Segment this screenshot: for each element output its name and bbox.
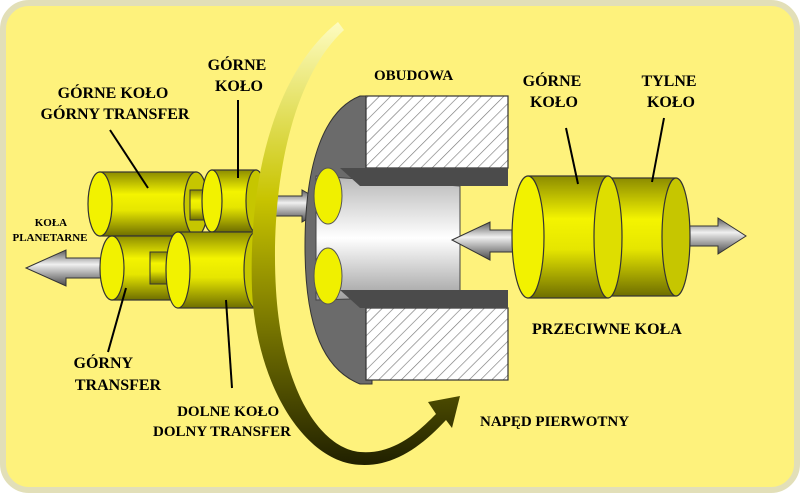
housing (304, 95, 509, 385)
label-upper-wheel-left: GÓRNE KOŁO (208, 55, 271, 95)
opposite-wheels (450, 117, 747, 299)
left-leader-lines (107, 100, 239, 389)
planetary-gear-cluster (24, 100, 332, 389)
upper-wheel-right (511, 175, 623, 299)
label-rear-wheel: TYLNE KOŁO (641, 73, 700, 111)
label-housing: OBUDOWA (374, 68, 453, 84)
labels: GÓRNE KOŁO GÓRNY TRANSFER GÓRNE KOŁO OBU… (13, 55, 700, 440)
label-primary-drive: NAPĘD PIERWOTNY (480, 414, 629, 430)
label-upper-wheel-upper-transfer: GÓRNE KOŁO GÓRNY TRANSFER (41, 83, 190, 123)
label-upper-wheel-right: GÓRNE KOŁO (523, 71, 586, 111)
label-upper-transfer: GÓRNY TRANSFER (74, 353, 162, 394)
right-leader-lines (565, 117, 665, 185)
label-opposite-wheels: PRZECIWNE KOŁA (532, 321, 682, 338)
primary-drive-arc (251, 22, 460, 465)
label-planetary-wheels: KOŁA PLANETARNE (13, 217, 88, 244)
label-lower-wheel-lower-transfer: DOLNE KOŁO DOLNY TRANSFER (153, 404, 291, 440)
